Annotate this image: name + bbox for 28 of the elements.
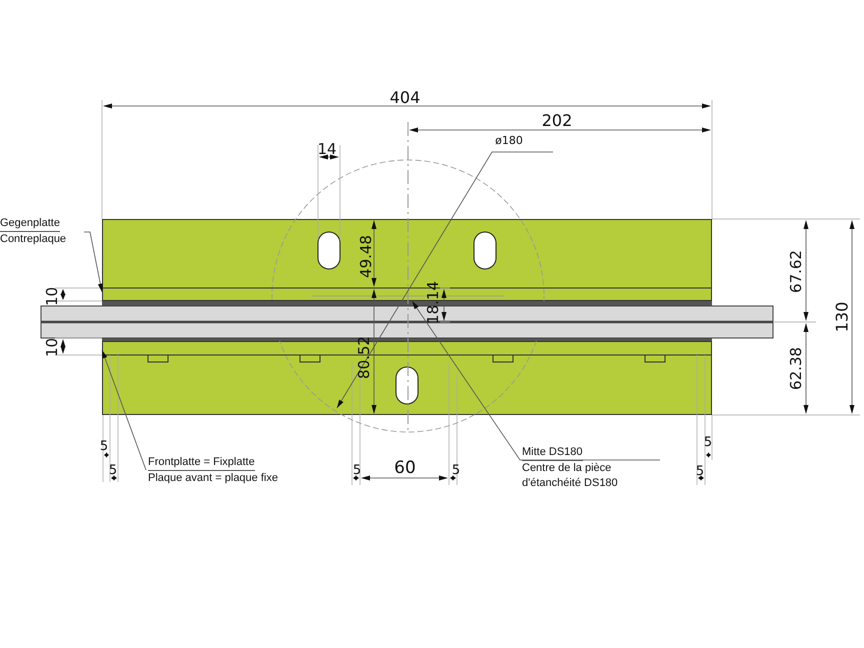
leader-line: [412, 300, 660, 460]
leader-label: Frontplatte = Fixplatte: [148, 455, 255, 471]
diameter-label: ø180: [495, 134, 523, 146]
dimension-label: 10: [46, 286, 60, 306]
dimension-label: 10: [46, 337, 60, 357]
dimension-label: 60: [394, 460, 416, 476]
dimension-label: 49.48: [358, 234, 374, 278]
leader-label: Mitte DS180: [522, 445, 583, 461]
dimension-label: 5: [452, 464, 460, 476]
dimension-label: 404: [390, 90, 420, 106]
dimension-label: 5: [100, 440, 108, 452]
dimension-label: 202: [542, 113, 572, 129]
dimension-label: 62.38: [788, 346, 804, 390]
dimension-label: 5: [704, 436, 712, 448]
leader-label-translation: Plaque avant = plaque fixe: [148, 471, 278, 486]
dimension-label: 18.14: [426, 280, 440, 324]
dimension-label: 67.62: [788, 250, 804, 292]
leader-line: [84, 232, 103, 292]
leader-label-translation: Centre de la pièce d'étanchéité DS180: [522, 461, 619, 491]
dimension-label: 5: [696, 464, 704, 478]
dimension-label: 14: [317, 142, 337, 156]
leader-label-translation: Contreplaque: [0, 232, 66, 247]
dimension-label: 80.52: [356, 336, 372, 378]
dimension-label: 130: [834, 302, 850, 332]
leader-label: Gegenplatte: [0, 216, 60, 232]
dimension-label: 5: [108, 464, 118, 476]
dimension-label: 5: [352, 464, 362, 476]
leader-line: [102, 350, 146, 470]
